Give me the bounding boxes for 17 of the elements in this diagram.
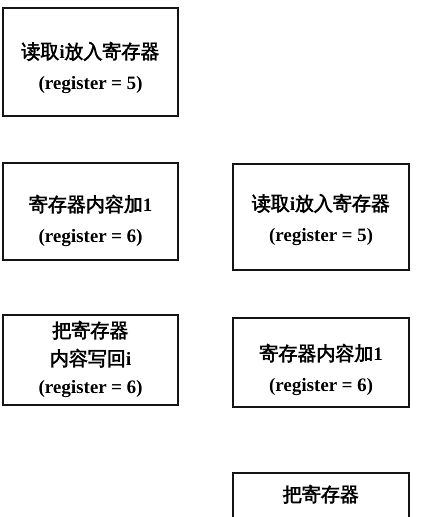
process-box [2, 314, 179, 406]
register-value: (register = 5) [38, 72, 143, 96]
process-box [2, 7, 179, 117]
register-value: (register = 6) [268, 374, 374, 398]
step-text: 把寄存器 [283, 484, 359, 508]
process-box [232, 163, 410, 271]
step-text: 读取i放入寄存器 [252, 192, 390, 217]
step-text: 寄存器内容加1 [28, 194, 152, 218]
step-text: 读取i放入寄存器 [21, 40, 160, 65]
register-value: (register = 5) [268, 224, 374, 248]
process-box [232, 472, 410, 517]
register-value: (register = 6) [38, 376, 143, 400]
register-value: (register = 6) [38, 225, 143, 249]
process-box [232, 317, 410, 408]
step-text: 把寄存器内容写回i [48, 320, 132, 372]
process-box [2, 162, 179, 261]
step-text: 寄存器内容加1 [259, 342, 383, 367]
